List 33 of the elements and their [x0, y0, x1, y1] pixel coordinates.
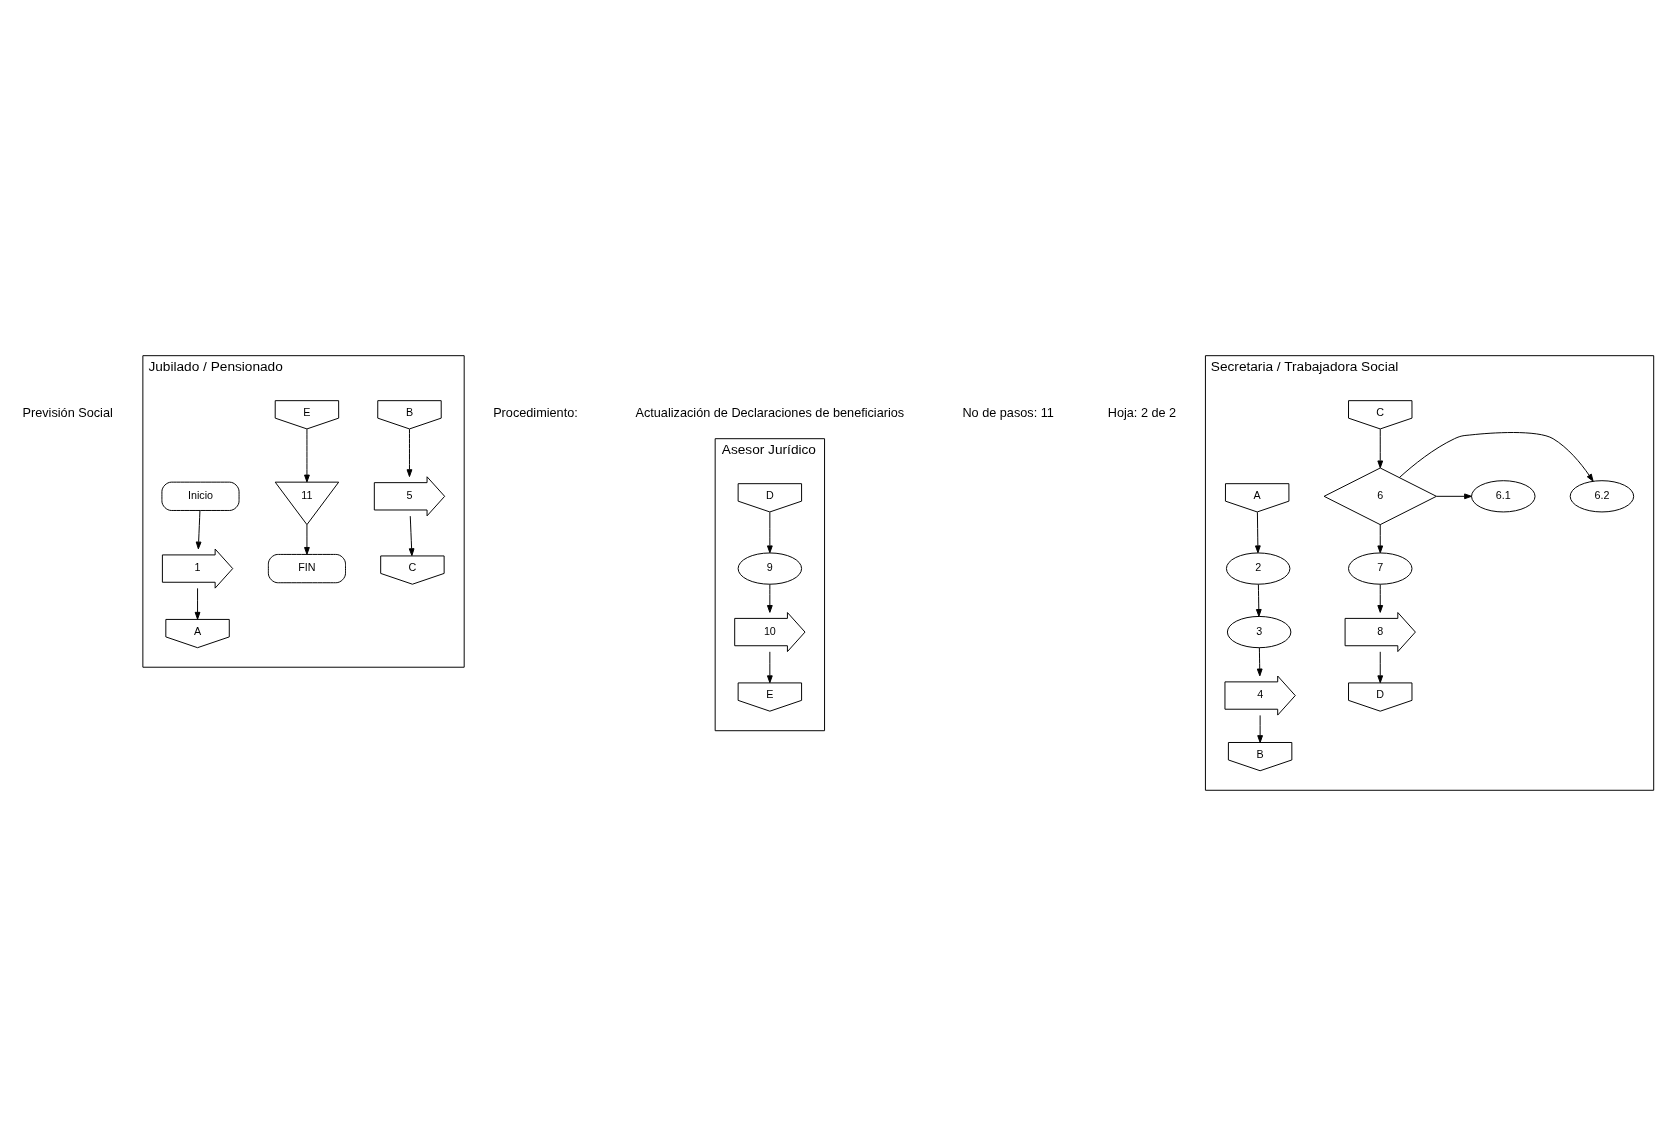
arrow	[1255, 583, 1262, 617]
arrow	[1255, 511, 1261, 553]
arrow	[1257, 714, 1263, 743]
arrow	[194, 587, 201, 620]
arrow	[1377, 428, 1384, 468]
node-ellipse: 6.1	[1471, 479, 1536, 512]
arrow	[1436, 492, 1472, 499]
arrow	[304, 523, 310, 555]
node-ellipse: 9	[737, 551, 803, 585]
label: Actualización de Declaraciones de beneficiarios	[635, 405, 905, 420]
arrow	[766, 583, 773, 613]
label: No de pasos: 11	[962, 405, 1054, 420]
node-ellipse: 2	[1225, 551, 1291, 585]
node-ellipse: 7	[1348, 551, 1413, 585]
arrow	[304, 428, 310, 482]
label: Procedimiento:	[493, 405, 578, 420]
arrow	[408, 515, 415, 556]
node-ellipse: 6.2	[1569, 479, 1635, 512]
node-box: FIN	[267, 553, 346, 583]
arrow	[1256, 646, 1263, 676]
arrow	[1377, 650, 1384, 683]
arrow	[766, 511, 773, 553]
node-box: Inicio	[161, 481, 240, 511]
arrow	[1377, 583, 1384, 613]
label: Hoja: 2 de 2	[1107, 405, 1177, 420]
arrow	[195, 509, 202, 549]
label: Previsión Social	[22, 405, 113, 420]
arrow	[1398, 431, 1594, 482]
arrow	[766, 650, 773, 683]
arrow	[406, 428, 413, 477]
node-diamond: 6	[1323, 467, 1437, 525]
node-ellipse: 3	[1226, 615, 1292, 648]
arrow	[1377, 523, 1384, 553]
